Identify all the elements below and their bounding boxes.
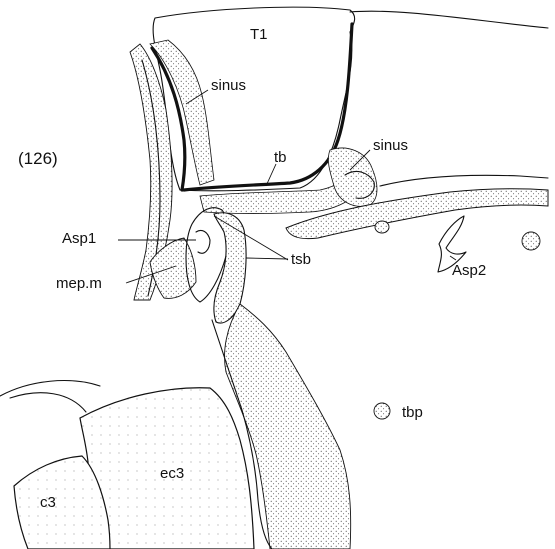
tergite-t1-upper-right [350,11,548,28]
tbp-spot [374,403,390,419]
oval-sclerite-1 [375,221,389,233]
label-c3: c3 [40,494,56,511]
horizontal-bar-top-line [380,175,548,186]
label-sinus-upper: sinus [211,77,246,94]
oval-sclerite-2 [522,232,540,250]
leader-tsb [246,258,288,259]
leader-asp2 [450,256,456,260]
label-asp1: Asp1 [62,230,96,247]
inner-arc-line [10,393,86,412]
asp1-inner [196,230,210,253]
figure-number: (126) [18,149,58,168]
label-tb: tb [274,149,287,166]
label-tbp: tbp [402,404,423,421]
label-t1: T1 [250,26,268,43]
label-asp2: Asp2 [452,262,486,279]
label-tsb: tsb [291,251,311,268]
label-sinus-right: sinus [373,137,408,154]
label-ec3: ec3 [160,465,184,482]
label-mep-m: mep.m [56,275,102,292]
